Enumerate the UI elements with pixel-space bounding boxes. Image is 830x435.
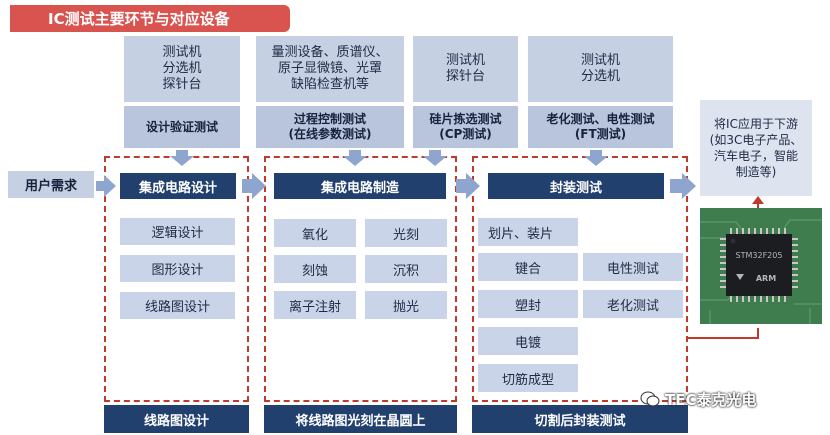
arrow-right-user	[96, 175, 116, 197]
watermark: TEC泰克光电	[640, 384, 820, 414]
equipment-design: 测试机 分选机 探针台	[124, 36, 240, 102]
package-item-trim-form: 切筋成型	[478, 364, 578, 392]
group-package	[472, 156, 688, 402]
arrow-right-manufacture	[456, 173, 480, 199]
package-item-electrical-test: 电性测试	[583, 253, 683, 281]
manufacture-item-etching: 刻蚀	[274, 255, 356, 283]
bottom-label-design: 线路图设计	[104, 405, 249, 433]
wechat-icon	[640, 391, 660, 407]
package-item-aging-test: 老化测试	[583, 290, 683, 318]
equipment-final: 测试机 分选机	[528, 36, 673, 102]
arrow-down-design	[170, 150, 194, 166]
manufacture-item-lithography: 光刻	[365, 219, 447, 247]
arrow-right-design	[242, 173, 266, 199]
chip-model-text: STM32F205	[736, 251, 783, 260]
stage-design: 集成电路设计	[120, 173, 236, 199]
design-item-graphic: 图形设计	[120, 255, 235, 282]
user-demand-box: 用户需求	[8, 171, 94, 198]
arrow-down-final	[584, 150, 608, 166]
arrow-right-package	[670, 173, 696, 199]
bottom-label-package: 切割后封装测试	[472, 405, 688, 433]
arrow-down-wafer	[423, 150, 447, 166]
design-item-logic: 逻辑设计	[120, 218, 235, 245]
ic-chip-photo: STM32F205 ARM	[700, 208, 822, 324]
arrow-down-process	[343, 150, 367, 166]
arrow-up-application	[752, 196, 764, 204]
manufacture-item-oxidation: 氧化	[274, 219, 356, 247]
stage-manufacture: 集成电路制造	[274, 173, 446, 199]
chip-logo-text: ARM	[756, 274, 776, 283]
phase-aging-electrical: 老化测试、电性测试 (FT测试)	[528, 106, 673, 148]
manufacture-item-deposition: 沉积	[365, 255, 447, 283]
application-box: 将IC应用于下游 (如3C电子产品、 汽车电子，智能 制造等)	[700, 100, 812, 196]
bottom-label-manufacture: 将线路图光刻在晶圆上	[264, 405, 457, 433]
phase-design-verify: 设计验证测试	[124, 106, 240, 148]
package-item-plating: 电镀	[478, 327, 578, 355]
design-item-circuit: 线路图设计	[120, 292, 235, 319]
watermark-text: TEC泰克光电	[665, 390, 757, 409]
manufacture-item-ion-implant: 离子注射	[274, 291, 356, 319]
package-item-molding: 塑封	[478, 290, 578, 318]
equipment-wafer: 测试机 探针台	[413, 36, 518, 102]
diagram-title: IC测试主要环节与对应设备	[10, 5, 290, 32]
equipment-process: 量测设备、质谱仪、 原子显微镜、光罩 缺陷检查机等	[256, 36, 404, 102]
phase-wafer-sort: 硅片拣选测试 (CP测试)	[413, 106, 518, 148]
package-item-dicing: 划片、装片	[478, 218, 578, 246]
package-item-bonding: 键合	[478, 253, 578, 281]
phase-process-control: 过程控制测试 (在线参数测试)	[256, 106, 404, 148]
stage-package: 封装测试	[488, 173, 664, 199]
manufacture-item-polishing: 抛光	[365, 291, 447, 319]
